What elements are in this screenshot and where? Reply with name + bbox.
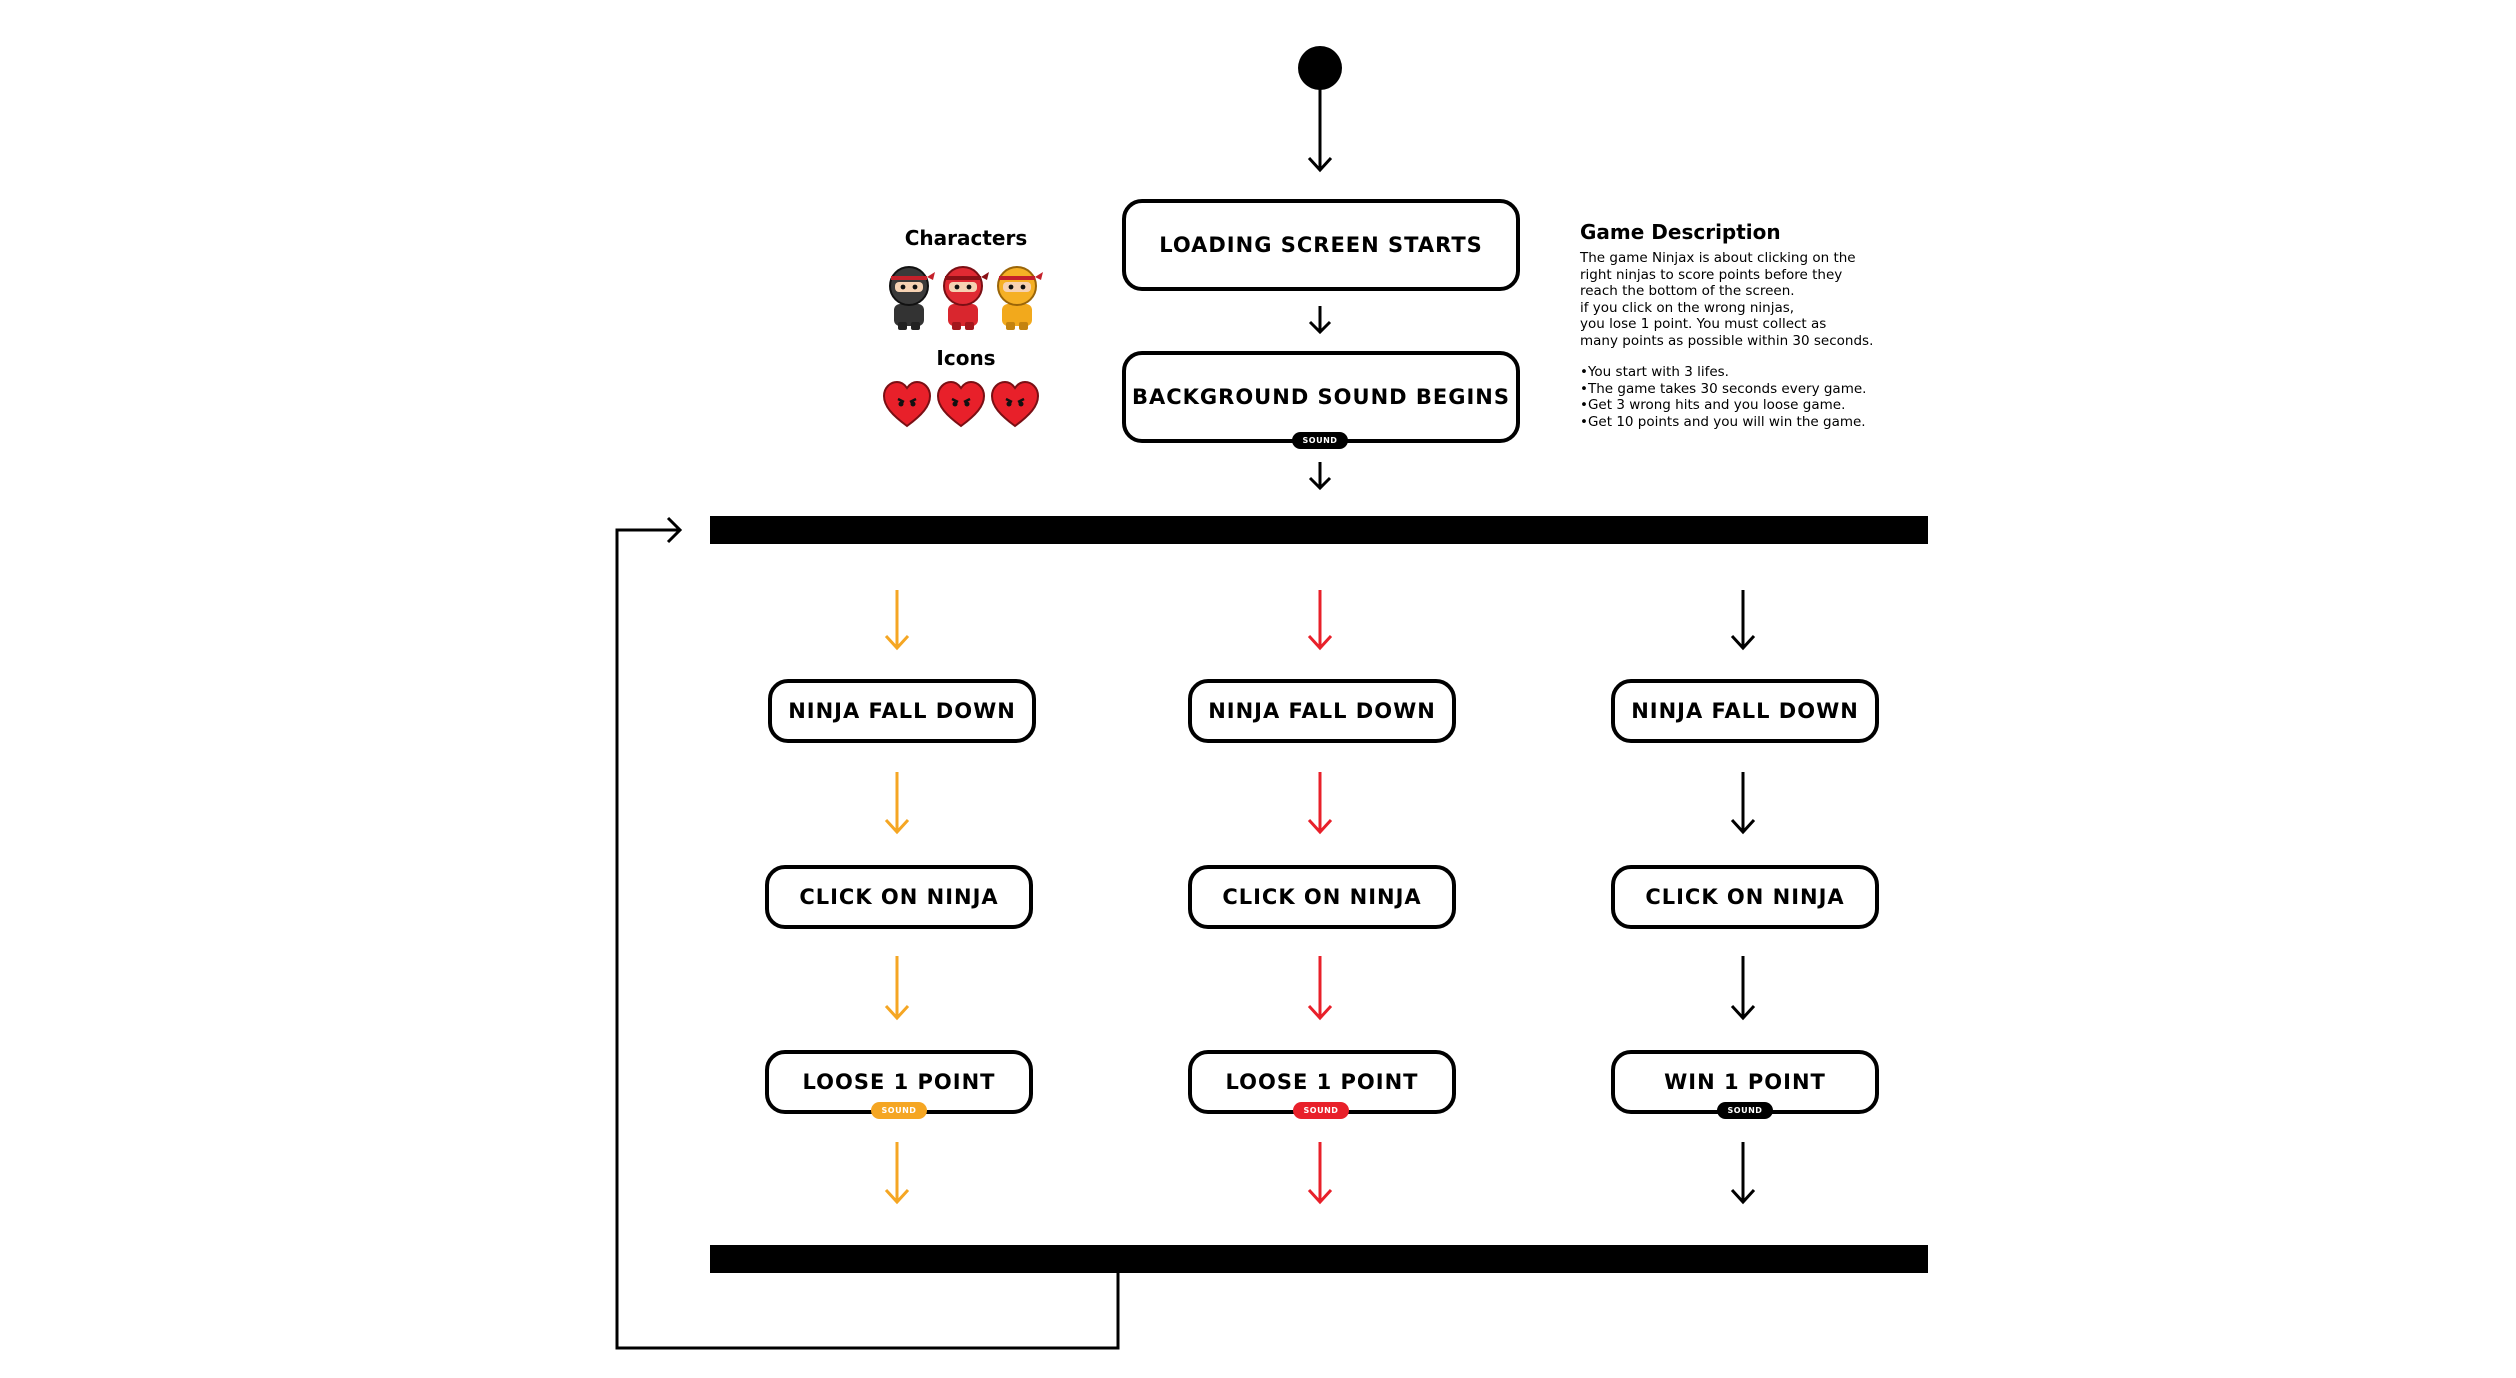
characters-row	[889, 266, 1043, 330]
col3-result-label: WIN 1 POINT	[1664, 1070, 1826, 1094]
col1-arrow-1	[884, 590, 910, 651]
col2-click-label: CLICK ON NINJA	[1222, 885, 1422, 909]
col3-arrow-2	[1730, 772, 1756, 835]
yellow-ninja-icon	[997, 266, 1043, 330]
description-text: The game Ninjax is about clicking on the…	[1580, 250, 1874, 349]
col2-arrow-3	[1307, 956, 1333, 1021]
description-bullets: You start with 3 lifes. The game takes 3…	[1580, 364, 1920, 430]
col1-fall-label: NINJA FALL DOWN	[788, 699, 1016, 723]
col3-click-label: CLICK ON NINJA	[1645, 885, 1845, 909]
col3-click-node: CLICK ON NINJA	[1611, 865, 1879, 929]
col1-arrow-2	[884, 772, 910, 835]
col2-click-node: CLICK ON NINJA	[1188, 865, 1456, 929]
arrow-start-to-loading	[1307, 88, 1333, 173]
fork-bar	[710, 516, 1928, 544]
red-ninja-icon	[943, 266, 989, 330]
bullet-item: Get 10 points and you will win the game.	[1580, 414, 1920, 431]
col3-fall-node: NINJA FALL DOWN	[1611, 679, 1879, 743]
bullet-item: The game takes 30 seconds every game.	[1580, 381, 1920, 398]
arrow-sound-to-fork	[1308, 462, 1332, 491]
background-sound-label: BACKGROUND SOUND BEGINS	[1131, 385, 1511, 409]
description-title: Game Description	[1580, 220, 1781, 244]
col2-arrow-1	[1307, 590, 1333, 651]
hearts-row	[882, 380, 1040, 428]
heart-icon	[990, 380, 1040, 428]
background-sound-node: BACKGROUND SOUND BEGINS	[1122, 351, 1520, 443]
col1-arrow-4	[884, 1142, 910, 1205]
col1-fall-node: NINJA FALL DOWN	[768, 679, 1036, 743]
background-sound-badge: SOUND	[1292, 432, 1348, 449]
loading-screen-node: LOADING SCREEN STARTS	[1122, 199, 1520, 291]
col2-sound-badge: SOUND	[1293, 1102, 1349, 1119]
arrow-loading-to-sound	[1308, 306, 1332, 335]
bullet-item: You start with 3 lifes.	[1580, 364, 1920, 381]
join-bar	[710, 1245, 1928, 1273]
start-circle-icon	[1298, 46, 1342, 90]
heart-icon	[882, 380, 932, 428]
col3-arrow-1	[1730, 590, 1756, 651]
col3-sound-badge: SOUND	[1717, 1102, 1773, 1119]
col2-fall-label: NINJA FALL DOWN	[1208, 699, 1436, 723]
loading-screen-label: LOADING SCREEN STARTS	[1159, 233, 1483, 257]
col1-arrow-3	[884, 956, 910, 1021]
bullet-item: Get 3 wrong hits and you loose game.	[1580, 397, 1920, 414]
col1-click-node: CLICK ON NINJA	[765, 865, 1033, 929]
characters-title: Characters	[904, 226, 1028, 250]
col2-fall-node: NINJA FALL DOWN	[1188, 679, 1456, 743]
icons-title: Icons	[936, 346, 996, 370]
black-ninja-icon	[889, 266, 935, 330]
loop-back-arrow	[615, 516, 1120, 1350]
col3-arrow-4	[1730, 1142, 1756, 1205]
col2-arrow-4	[1307, 1142, 1333, 1205]
col3-fall-label: NINJA FALL DOWN	[1631, 699, 1859, 723]
col2-result-label: LOOSE 1 POINT	[1225, 1070, 1419, 1094]
col2-arrow-2	[1307, 772, 1333, 835]
col1-click-label: CLICK ON NINJA	[799, 885, 999, 909]
col3-arrow-3	[1730, 956, 1756, 1021]
col1-result-label: LOOSE 1 POINT	[802, 1070, 996, 1094]
heart-icon	[936, 380, 986, 428]
col1-sound-badge: SOUND	[871, 1102, 927, 1119]
